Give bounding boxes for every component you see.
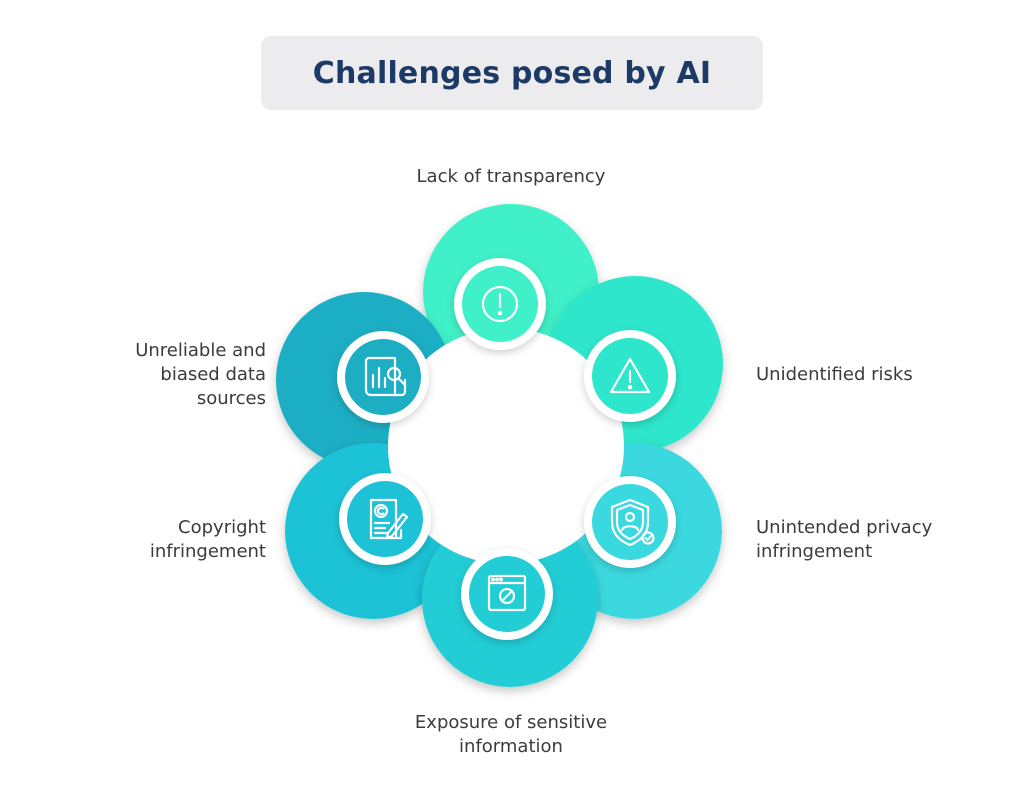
- disc-5: [339, 473, 431, 565]
- center-hole: [388, 328, 624, 564]
- page-title: Challenges posed by AI: [312, 55, 712, 91]
- label-unintended-privacy-infringement: Unintended privacy infringement: [756, 517, 933, 562]
- hidden-window-icon: [487, 574, 527, 612]
- label-lack-of-transparency: Lack of transparency: [416, 166, 606, 187]
- label-unidentified-risks: Unidentified risks: [756, 364, 913, 385]
- label-unreliable-biased-data-sources: Unreliable and biased data sources: [135, 340, 266, 409]
- disc-6: [337, 331, 429, 423]
- disc-4: [461, 548, 553, 640]
- exclamation-circle-icon: [481, 285, 519, 323]
- label-exposure-of-sensitive-information: Exposure of sensitive information: [414, 712, 608, 757]
- title-box: Challenges posed by AI: [261, 36, 763, 110]
- label-copyright-infringement: Copyright infringement: [149, 517, 266, 562]
- user-shield-icon: [610, 498, 655, 547]
- data-report-search-icon: [364, 356, 407, 397]
- warning-triangle-icon: [609, 357, 651, 394]
- copyright-document-icon: [369, 498, 409, 540]
